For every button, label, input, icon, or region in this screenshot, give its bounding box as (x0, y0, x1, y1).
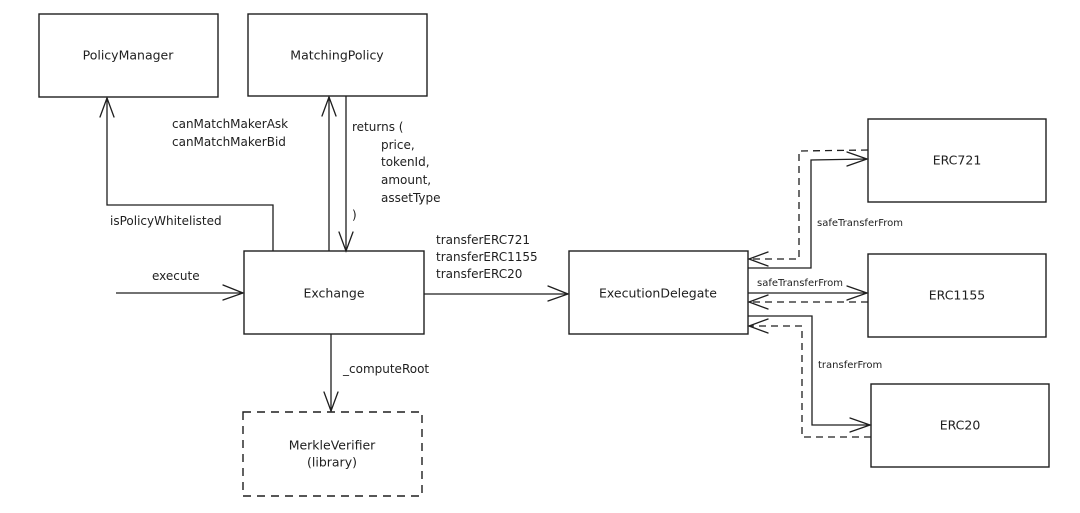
matching-policy-box (247, 13, 428, 97)
returns-label-price: price, (381, 138, 415, 152)
returns-label-open: returns ( (352, 120, 403, 134)
erc721-call-label: safeTransferFrom (817, 218, 903, 229)
erc1155-call-arrowhead (846, 285, 869, 301)
execution-delegate-box (568, 250, 749, 335)
edge-transfers: transferERC721 transferERC1155 transferE… (424, 233, 570, 302)
node-policy-manager[interactable]: PolicyManager (38, 13, 219, 98)
erc721-call-line (748, 158, 868, 269)
transfers-label-erc20: transferERC20 (436, 267, 522, 281)
transfers-arrowhead (547, 285, 570, 302)
node-matching-policy[interactable]: MatchingPolicy (247, 13, 428, 97)
execution-delegate-label: ExecutionDelegate (599, 286, 717, 301)
node-erc20[interactable]: ERC20 (870, 383, 1050, 468)
erc721-call-arrowhead (846, 151, 869, 167)
edge-erc20: transferFrom (747, 315, 882, 438)
transfers-label-erc721: transferERC721 (436, 233, 530, 247)
merkle-verifier-sublabel: (library) (307, 455, 357, 470)
returns-arrowhead (338, 231, 354, 253)
can-match-label-bid: canMatchMakerBid (172, 135, 286, 149)
edge-compute-root: _computeRoot (323, 334, 429, 413)
policy-manager-label: PolicyManager (83, 48, 175, 63)
erc1155-label: ERC1155 (929, 288, 986, 303)
erc1155-return-arrowhead (747, 294, 769, 310)
execute-label: execute (152, 269, 200, 283)
edge-execute: execute (116, 269, 245, 301)
erc721-return-arrowhead (747, 251, 769, 267)
node-erc1155[interactable]: ERC1155 (867, 253, 1047, 338)
erc1155-call-label: safeTransferFrom (757, 278, 843, 289)
policy-manager-box (38, 13, 219, 98)
matching-policy-label: MatchingPolicy (290, 48, 384, 63)
execute-arrowhead (222, 284, 245, 301)
erc721-box (867, 118, 1047, 203)
erc721-label: ERC721 (933, 153, 982, 168)
edge-is-policy-whitelisted: isPolicyWhitelisted (99, 96, 274, 251)
erc20-return-line (749, 325, 871, 438)
is-policy-whitelisted-label: isPolicyWhitelisted (110, 214, 222, 228)
merkle-verifier-box (242, 411, 423, 497)
node-exchange[interactable]: Exchange (243, 250, 425, 335)
exchange-box (243, 250, 425, 335)
edge-erc721: safeTransferFrom (747, 149, 903, 269)
compute-root-arrowhead (323, 391, 339, 413)
edge-erc1155: safeTransferFrom (747, 278, 869, 310)
erc20-call-line (748, 315, 870, 426)
returns-label-token-id: tokenId, (381, 155, 430, 169)
returns-label-amount: amount, (381, 173, 431, 187)
returns-label-asset-type: assetType (381, 191, 441, 205)
node-merkle-verifier[interactable]: MerkleVerifier (library) (242, 411, 423, 497)
erc20-call-label: transferFrom (818, 360, 882, 371)
edge-can-match: canMatchMakerAsk canMatchMakerBid (172, 95, 337, 251)
is-policy-whitelisted-line (106, 98, 274, 251)
transfers-label-erc1155: transferERC1155 (436, 250, 538, 264)
exchange-label: Exchange (303, 286, 364, 301)
node-execution-delegate[interactable]: ExecutionDelegate (568, 250, 749, 335)
merkle-verifier-label: MerkleVerifier (289, 438, 376, 453)
node-erc721[interactable]: ERC721 (867, 118, 1047, 203)
erc20-return-arrowhead (747, 318, 769, 334)
can-match-label-ask: canMatchMakerAsk (172, 117, 288, 131)
erc20-box (870, 383, 1050, 468)
erc721-return-line (749, 149, 869, 260)
edge-returns: returns ( price, tokenId, amount, assetT… (338, 96, 441, 253)
compute-root-label: _computeRoot (342, 362, 429, 376)
erc20-label: ERC20 (940, 418, 981, 433)
can-match-arrowhead (321, 95, 337, 117)
erc1155-box (867, 253, 1047, 338)
erc20-call-arrowhead (849, 417, 872, 433)
is-policy-whitelisted-arrowhead (99, 96, 115, 118)
returns-label-close: ) (352, 208, 357, 222)
